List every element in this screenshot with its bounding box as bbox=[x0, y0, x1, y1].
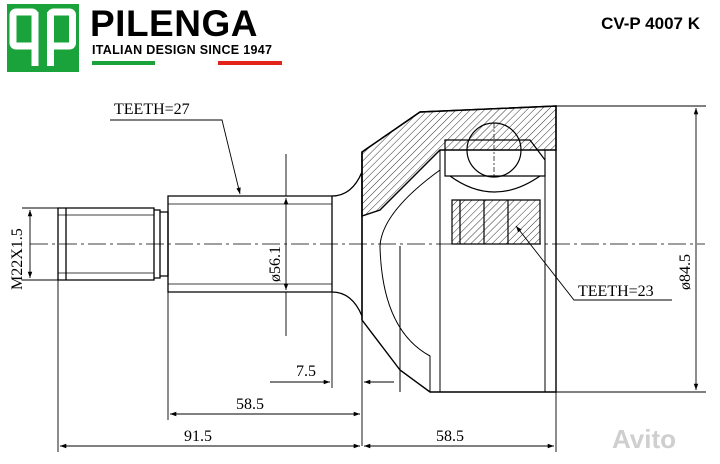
housing-bell bbox=[361, 105, 557, 393]
threaded-stub bbox=[57, 207, 169, 281]
italian-flag-stripe bbox=[92, 61, 282, 65]
dim-58-5-shaft-label: 58.5 bbox=[236, 396, 264, 413]
dim-58-5-housing-label: 58.5 bbox=[436, 428, 464, 445]
brand-tagline: ITALIAN DESIGN SINCE 1947 bbox=[92, 43, 273, 57]
part-number: CV-P 4007 K bbox=[601, 14, 700, 33]
shaft-diameter-label: ø56.1 bbox=[267, 246, 284, 282]
teeth-27-label: TEETH=27 bbox=[114, 101, 190, 118]
qp-logo-icon bbox=[9, 8, 76, 66]
dim-91-5-label: 91.5 bbox=[184, 428, 212, 445]
pilenga-logo bbox=[7, 4, 79, 72]
thread-label: M22X1.5 bbox=[9, 228, 26, 290]
housing-diameter-label: ø84.5 bbox=[677, 254, 694, 290]
avito-watermark: Avito bbox=[612, 424, 677, 454]
inner-race bbox=[444, 122, 546, 245]
brand-name: PILENGA bbox=[90, 3, 258, 44]
teeth-23-label: TEETH=23 bbox=[578, 283, 654, 300]
dim-7-5-label: 7.5 bbox=[296, 363, 316, 380]
